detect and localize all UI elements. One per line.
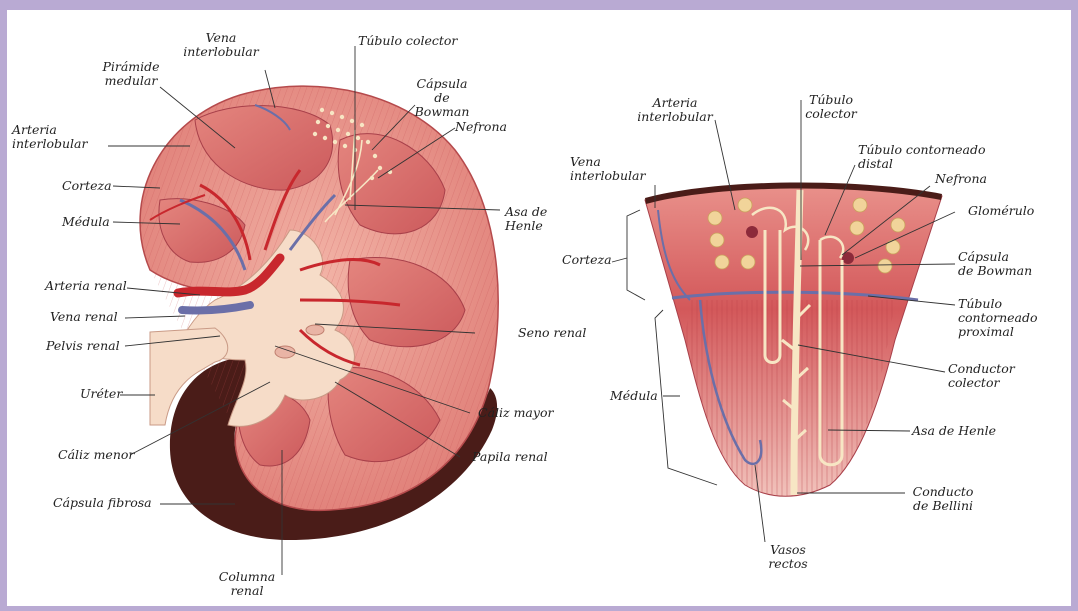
label-detail-conductor-colector: Conductor colector xyxy=(948,362,1015,390)
label-capsula-bowman: Cápsula de Bowman xyxy=(405,77,479,119)
label-detail-nefrona: Nefrona xyxy=(935,172,987,186)
label-pelvis-renal: Pelvis renal xyxy=(46,339,120,353)
label-detail-vasos-rectos: Vasos rectos xyxy=(762,543,814,571)
label-detail-asa-henle: Asa de Henle xyxy=(912,424,996,438)
label-papila-renal: Papila renal xyxy=(472,450,548,464)
label-ureter: Uréter xyxy=(80,387,122,401)
label-asa-henle: Asa de Henle xyxy=(505,205,547,233)
label-corteza: Corteza xyxy=(62,179,112,193)
label-detail-conducto-bellini: Conducto de Bellini xyxy=(903,485,983,513)
label-arteria-interlobular: Arteria interlobular xyxy=(12,123,104,151)
label-detail-medula: Médula xyxy=(610,389,658,403)
label-detail-arteria-interlobular: Arteria interlobular xyxy=(630,96,720,124)
label-piramide-medular: Pirámide medular xyxy=(96,60,166,88)
label-detail-corteza: Corteza xyxy=(562,253,612,267)
label-detail-tubulo-colector: Túbulo colector xyxy=(799,93,863,121)
label-nefrona: Nefrona xyxy=(455,120,507,134)
label-vena-renal: Vena renal xyxy=(50,310,118,324)
label-columna-renal: Columna renal xyxy=(212,570,282,598)
label-tubulo-colector: Túbulo colector xyxy=(358,34,457,48)
label-caliz-menor: Cáliz menor xyxy=(58,448,134,462)
nephron-detail-section xyxy=(627,182,942,496)
label-capsula-fibrosa: Cápsula fibrosa xyxy=(53,496,152,510)
label-arteria-renal: Arteria renal xyxy=(45,279,127,293)
label-caliz-mayor: Cáliz mayor xyxy=(478,406,553,420)
label-detail-tubulo-contorneado-distal: Túbulo contorneado distal xyxy=(858,143,985,171)
label-medula: Médula xyxy=(62,215,110,229)
label-detail-capsula-bowman: Cápsula de Bowman xyxy=(958,250,1032,278)
label-detail-tubulo-contorneado-proximal: Túbulo contorneado proximal xyxy=(958,297,1038,339)
label-detail-glomerulo: Glomérulo xyxy=(968,204,1034,218)
kidney-cross-section xyxy=(140,86,498,540)
label-seno-renal: Seno renal xyxy=(518,326,586,340)
label-vena-interlobular: Vena interlobular xyxy=(176,31,266,59)
label-detail-vena-interlobular: Vena interlobular xyxy=(570,155,645,183)
